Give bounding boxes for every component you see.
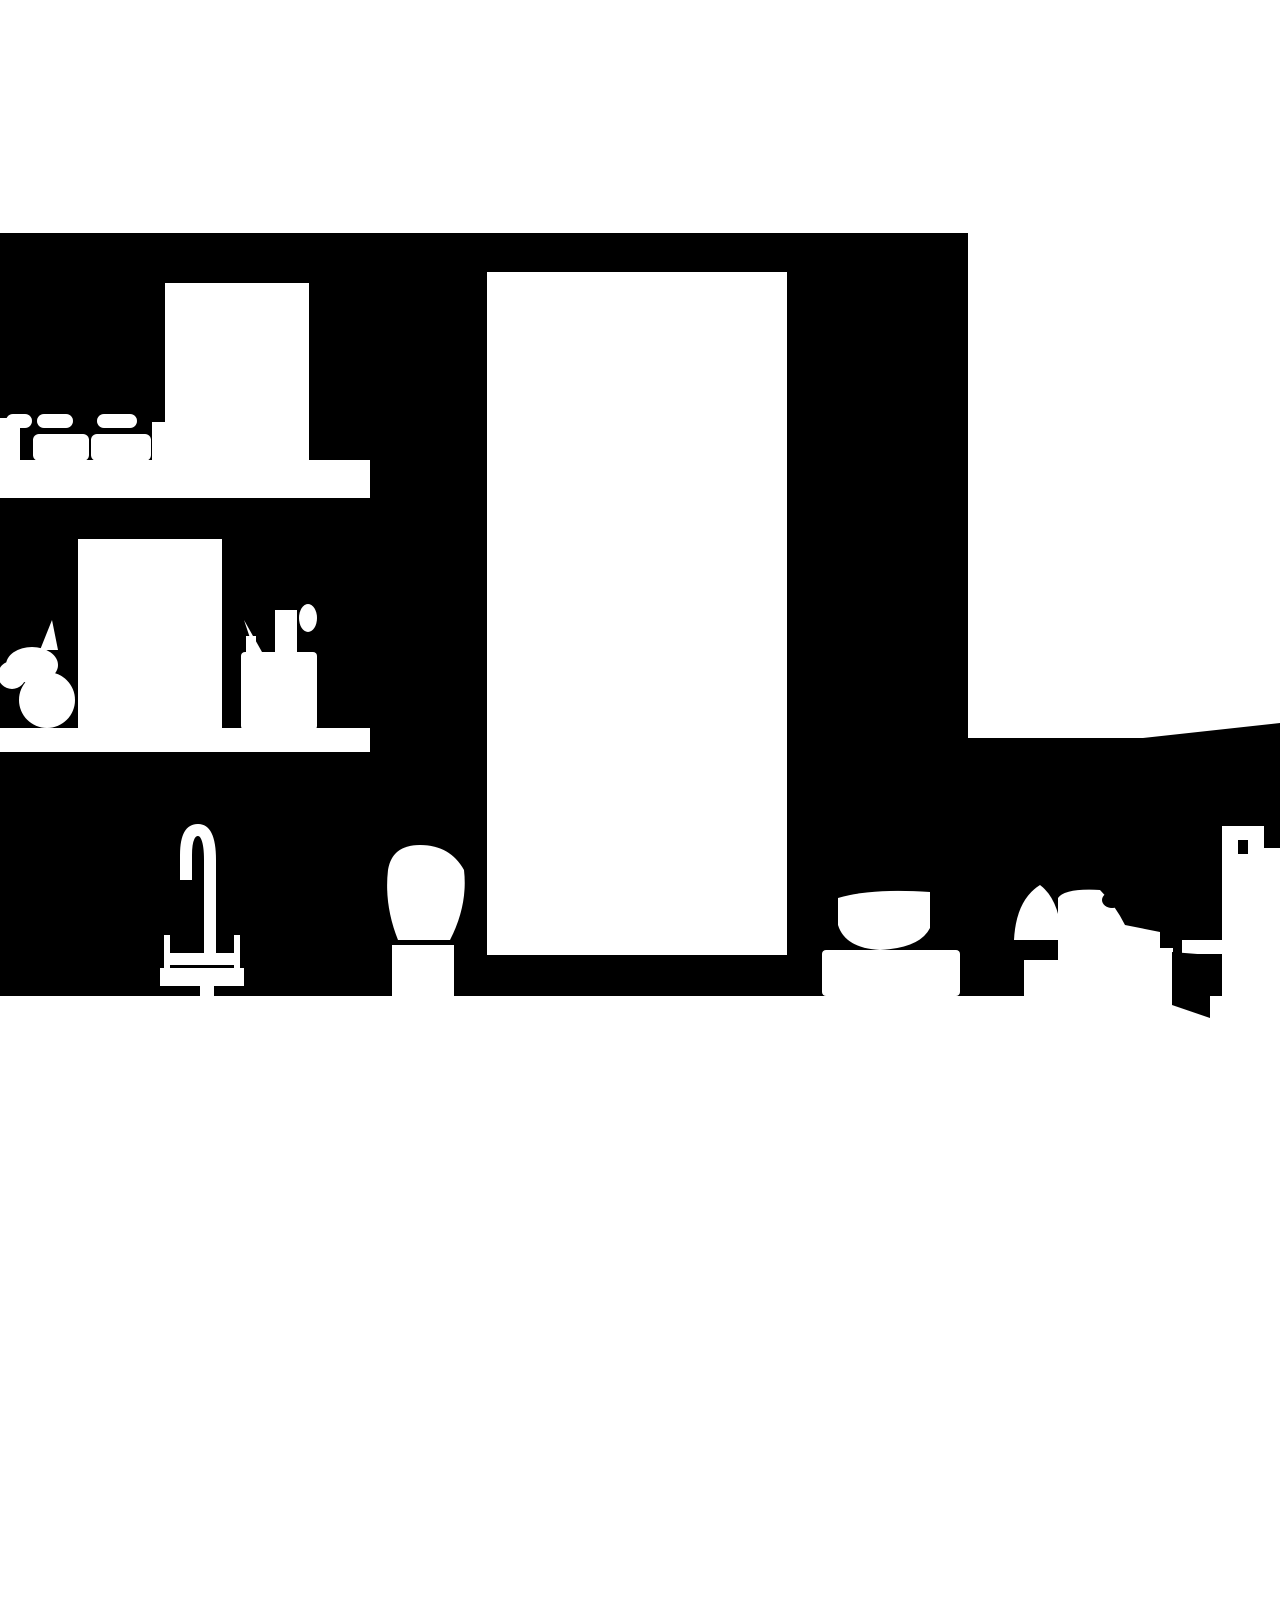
lower-shelf [0, 539, 370, 752]
potted-herb [387, 845, 465, 997]
plant-pot [1014, 885, 1062, 996]
faucet [160, 823, 244, 996]
teapot [1058, 889, 1173, 996]
upper-shelf [0, 283, 370, 498]
cutting-board [1172, 826, 1280, 1018]
bowl-stack [822, 890, 960, 996]
window [487, 272, 787, 955]
